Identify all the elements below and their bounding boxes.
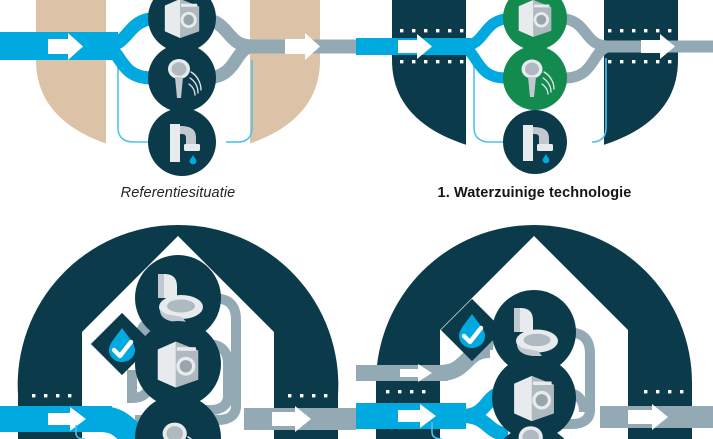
toilet-icon xyxy=(514,308,558,356)
supply-arrow-in-tr xyxy=(398,34,432,59)
device-shower-br[interactable] xyxy=(492,426,576,439)
panel-water-reuse-right xyxy=(356,220,713,439)
drain-arrow-out-br xyxy=(628,404,668,430)
washing-machine-icon xyxy=(514,376,554,422)
scene-water-reuse-right xyxy=(356,225,713,439)
shower-circle-bl xyxy=(135,395,221,439)
shower-head-icon xyxy=(521,59,555,97)
supply-arrow-in-br xyxy=(398,404,436,428)
drain-arrow-out-tr xyxy=(641,34,675,59)
faucet-circle-tl xyxy=(148,108,216,176)
faucet-icon xyxy=(170,124,200,165)
device-toilet-br[interactable] xyxy=(492,290,576,374)
device-shower-bl[interactable] xyxy=(135,395,221,439)
faucet-return-thin-tl xyxy=(237,60,253,143)
scene-water-saving-technology xyxy=(356,0,713,174)
scene-reference-situation xyxy=(0,0,356,176)
check-icon-bl xyxy=(111,339,134,359)
device-toilet-bl[interactable] xyxy=(135,255,221,341)
washing-machine-icon xyxy=(164,0,200,38)
insulation-dots-tr xyxy=(400,29,672,64)
device-washing-machine-tl[interactable] xyxy=(148,0,216,52)
toilet-icon xyxy=(158,274,203,322)
recycled-arrow-in-br xyxy=(400,364,432,382)
recycled-bend-br xyxy=(439,342,491,381)
shower-head-icon xyxy=(168,59,202,98)
washing-machine-icon xyxy=(157,341,199,388)
faucet-supply-thin-tl xyxy=(117,48,160,143)
panel-water-reuse-left xyxy=(0,220,356,439)
panel-water-saving-technology: 1. Waterzuinige technologie xyxy=(356,0,713,220)
device-washing-machine-br[interactable] xyxy=(492,356,576,439)
panel-reference-situation: Referentiesituatie xyxy=(0,0,356,220)
caption-reference-situation: Referentiesituatie xyxy=(120,185,236,201)
device-shower-tl[interactable] xyxy=(148,44,216,112)
washing-machine-icon xyxy=(518,0,552,37)
drain-arrow-out-tl xyxy=(285,33,320,60)
faucet-supply-thin-tr xyxy=(473,46,514,143)
device-faucet-tr[interactable] xyxy=(503,110,567,174)
device-shower-tr[interactable] xyxy=(503,46,567,110)
faucet-icon xyxy=(523,125,553,164)
device-washing-machine-bl[interactable] xyxy=(135,321,221,407)
device-washing-machine-tr[interactable] xyxy=(503,0,567,50)
supply-arrow-in-tl xyxy=(48,33,83,60)
caption-water-saving-technology: 1. Waterzuinige technologie xyxy=(437,185,632,201)
faucet-return-thin-tr xyxy=(591,58,607,143)
drain-arrow-out-bl xyxy=(272,406,311,432)
faucet-circle-tr xyxy=(503,110,567,174)
scene-water-reuse-left xyxy=(0,224,356,439)
shower-head-icon xyxy=(162,422,192,439)
device-faucet-tl[interactable] xyxy=(148,108,216,176)
shower-head-icon xyxy=(518,426,543,439)
water-quality-check-badge-br[interactable] xyxy=(440,298,504,362)
check-icon-br xyxy=(461,325,484,345)
